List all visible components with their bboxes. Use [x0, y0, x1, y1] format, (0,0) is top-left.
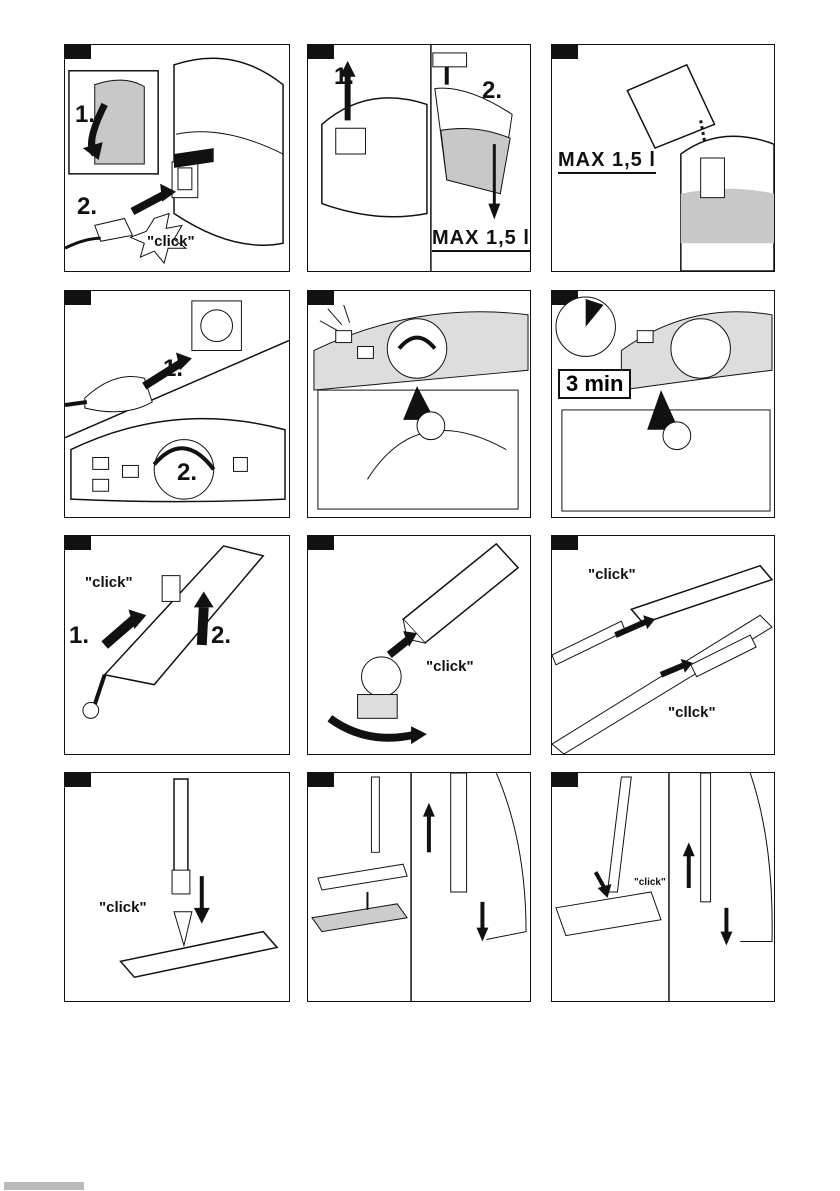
step-1-label: 1. — [163, 355, 183, 383]
click-callout-2: "cllck" — [668, 704, 716, 721]
panel-7-handle: "click" 1. 2. — [64, 535, 290, 755]
click-callout: "click" — [85, 574, 133, 591]
step-1-label: 1. — [69, 622, 89, 650]
panel-5-indicator-light — [307, 290, 531, 518]
max-fill-label: MAX 1,5 l — [432, 227, 530, 252]
click-callout: "click" — [588, 566, 636, 583]
handle-illustration — [65, 536, 289, 754]
click-callout: "click" — [99, 899, 147, 916]
step-2-label: 2. — [211, 622, 231, 650]
wait-time-label: 3 min — [558, 369, 631, 399]
step-2-label: 2. — [77, 193, 97, 221]
control-panel-illustration — [552, 291, 774, 517]
panel-3-pour-water: MAX 1,5 l — [551, 44, 775, 272]
panel-10-floor-nozzle: "click" — [64, 772, 290, 1002]
tubes-illustration — [552, 536, 774, 754]
click-callout: "click" — [634, 877, 666, 888]
panel-4-plug-in: 1. 2. — [64, 290, 290, 518]
click-callout: "click" — [426, 658, 474, 675]
panel-1-connect-cable: 1. 2. "click" — [64, 44, 290, 272]
panel-6-heat-up: 3 min — [551, 290, 775, 518]
step-2-label: 2. — [177, 459, 197, 487]
click-callout: "click" — [147, 233, 195, 250]
step-1-label: 1. — [75, 101, 95, 129]
page-footer-mark — [4, 1182, 84, 1190]
step-1-label: 1. — [334, 63, 354, 91]
panel-8-brush: "click" — [307, 535, 531, 755]
brush-illustration — [308, 536, 530, 754]
max-fill-label: MAX 1,5 l — [558, 149, 656, 174]
cloth-illustration — [308, 773, 530, 1001]
panel-9-extension-tubes: "click" "cllck" — [551, 535, 775, 755]
floor-nozzle-illustration — [65, 773, 289, 1001]
panel-11-cloth-attach — [307, 772, 531, 1002]
panel-12-frame-attach: "click" — [551, 772, 775, 1002]
panel-2-fill-water: 1. 2. MAX 1,5 l — [307, 44, 531, 272]
control-panel-illustration — [308, 291, 530, 517]
step-2-label: 2. — [482, 77, 502, 105]
